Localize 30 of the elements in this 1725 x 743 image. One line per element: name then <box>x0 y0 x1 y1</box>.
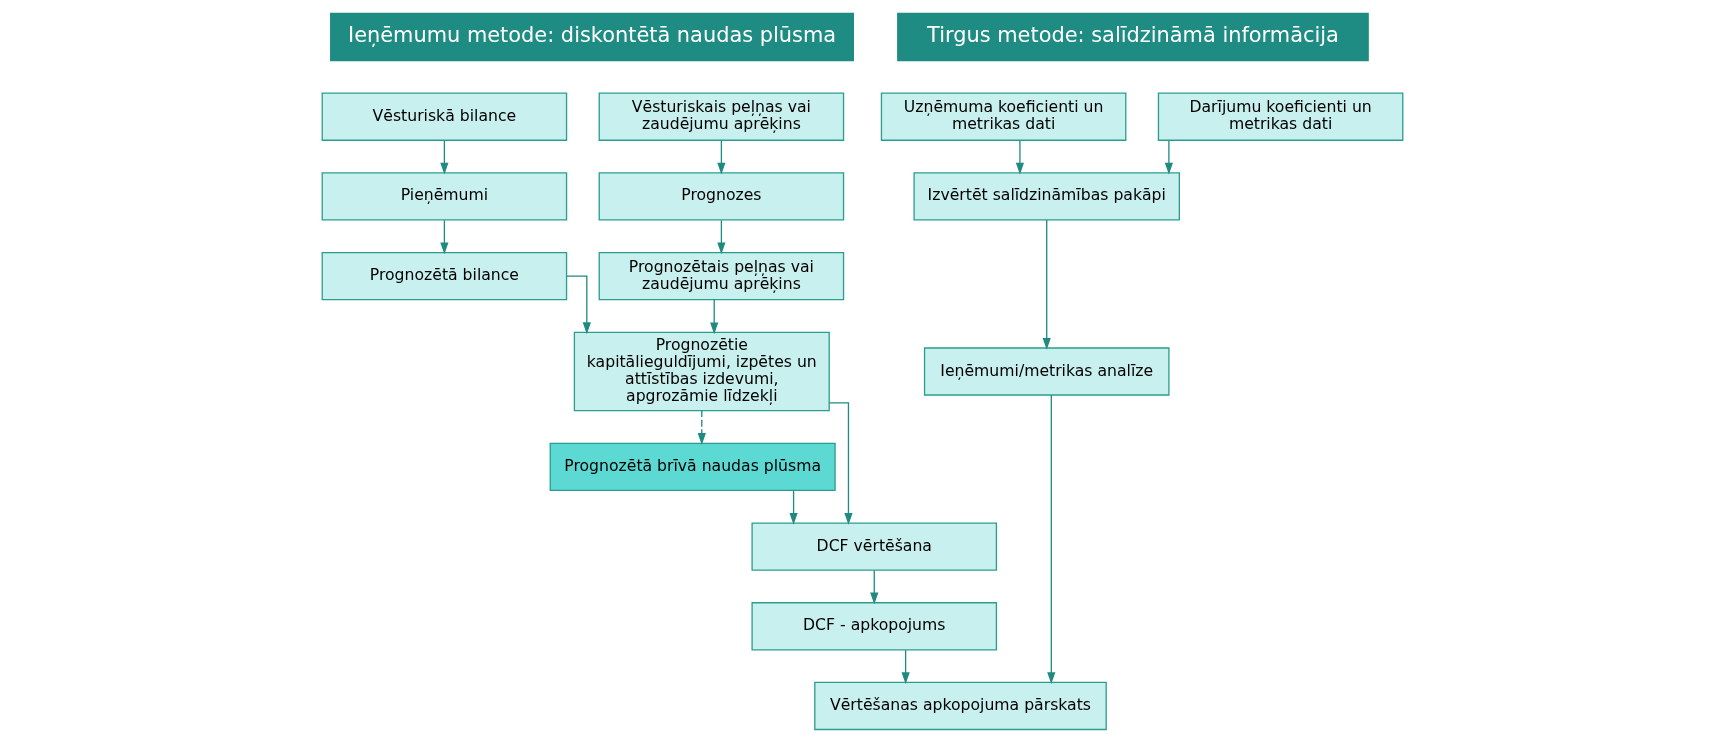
node-box: Tirgus metode: salīdzināmā informācija <box>897 12 1369 62</box>
node-box: Prognozētā brīvā naudas plūsma <box>549 442 836 492</box>
node-box: Prognozētie kapitālieguldījumi, izpētes un attīstības izdevumi, apgrozāmie līdzekļi <box>573 331 830 412</box>
arrow <box>789 490 798 525</box>
arrow <box>710 299 719 335</box>
node-box: Vēsturiskais peļņas vai zaudējumu aprēķins <box>598 92 845 141</box>
node-box: Darījumu koeficienti un metrikas dati <box>1157 92 1404 141</box>
node-box: Ieņēmumu metode: diskontētā naudas plūsma <box>330 12 854 62</box>
node-box: Prognozes <box>598 172 845 221</box>
arrow <box>1015 139 1025 175</box>
arrow <box>1042 219 1051 350</box>
arrow <box>870 569 879 605</box>
node-box: Vēsturiskā bilance <box>321 92 568 141</box>
node-box: Prognozētais peļņas vai zaudējumu aprēķins <box>598 251 845 301</box>
arrow <box>697 410 706 445</box>
node-box: Ieņēmumi/metrikas analīze <box>923 347 1170 396</box>
node-box: Pieņēmumi <box>321 172 568 221</box>
node-box: Prognozētā bilance <box>321 251 568 301</box>
node-box: DCF vērtēšana <box>751 522 998 571</box>
node-box: Izvērtēt salīdzināmības pakāpi <box>913 172 1180 221</box>
arrow <box>717 139 726 175</box>
arrow <box>440 139 449 175</box>
arrow <box>440 219 449 255</box>
node-box: Vērtēšanas apkopojuma pārskats <box>814 681 1107 731</box>
arrow <box>901 649 910 685</box>
arrow <box>1047 394 1056 685</box>
arrow <box>1164 139 1174 175</box>
node-box: DCF - apkopojums <box>751 602 998 651</box>
arrow <box>717 219 726 255</box>
node-box: Uzņēmuma koeficienti un metrikas dati <box>880 92 1127 141</box>
